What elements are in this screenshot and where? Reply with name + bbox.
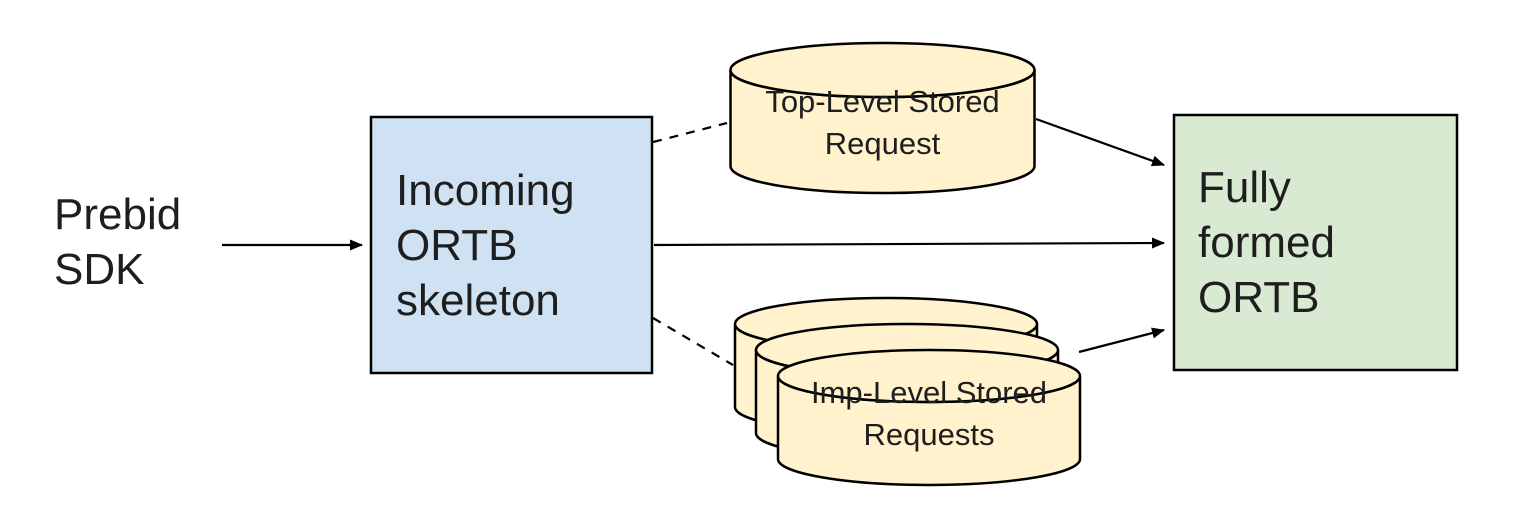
top-stored-request-label: Top-Level Stored Request [765, 84, 1000, 161]
top-stored-request-cylinder-top [729, 41, 1036, 99]
imp-stored-cylinder-front-top [776, 348, 1082, 404]
incoming-ortb-box-label: Incoming ORTB skeleton [396, 165, 575, 325]
edge-incoming-to-imp-stored-dashed [652, 317, 734, 366]
edge-imp-stored-to-fully-formed [1078, 327, 1165, 354]
fully-formed-ortb-box-label: Fully formed ORTB [1198, 163, 1335, 322]
fully-formed-ortb-box-shape [1172, 113, 1459, 372]
imp-stored-requests-label: Imp-Level Stored Requests [810, 375, 1048, 452]
prebid-sdk-label: Prebid SDK [54, 190, 182, 294]
incoming-ortb-box-shape [369, 115, 654, 375]
edge-incoming-to-fully-formed [653, 237, 1165, 249]
edge-incoming-to-top-stored-dashed [652, 121, 728, 144]
edge-top-stored-to-fully-formed [1035, 117, 1165, 167]
